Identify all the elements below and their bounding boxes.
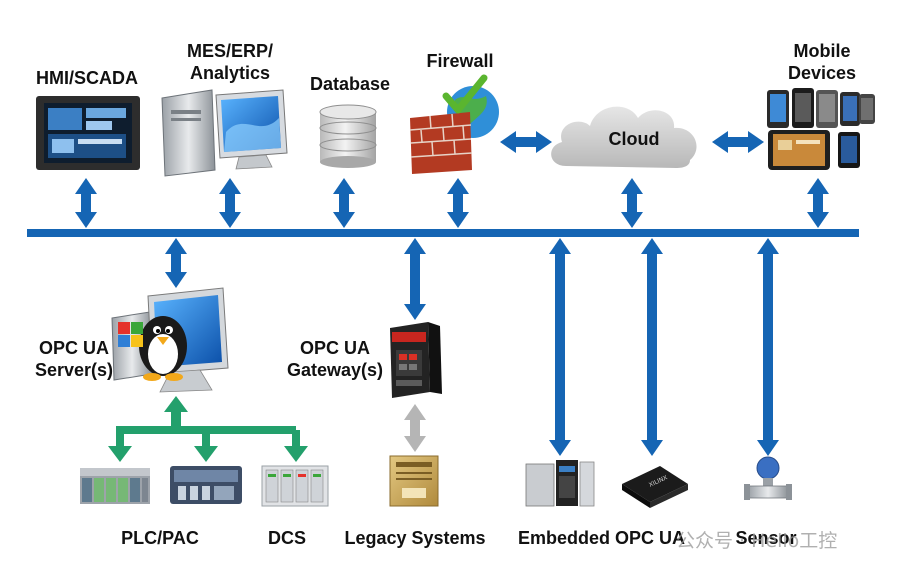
- arrow-cloud-bus: [621, 178, 643, 228]
- label-mes-erp: MES/ERP/ Analytics: [176, 40, 284, 84]
- arrow-database-bus: [333, 178, 355, 228]
- label-embedded-opc-ua: Embedded OPC UA: [518, 528, 686, 548]
- watermark: 公众号 · Hello工控: [676, 530, 838, 552]
- label-sensor: Sensor: [735, 528, 797, 548]
- arrow-firewall-bus: [447, 178, 469, 228]
- label-opc-gateway-line2: Gateway(s): [286, 360, 384, 380]
- label-database: Database: [309, 74, 391, 94]
- label-legacy-systems: Legacy Systems: [344, 528, 486, 548]
- computer-icon: [161, 89, 288, 177]
- label-mobile-line2: Devices: [787, 63, 857, 83]
- network-bus: [27, 229, 859, 237]
- label-dcs: DCS: [267, 528, 306, 548]
- label-opc-server: OPC UA Server(s): [28, 337, 120, 381]
- arrow-gateway-legacy: [404, 404, 426, 452]
- label-opc-server-line2: Server(s): [34, 360, 114, 380]
- opc-server-computer-icon: [111, 287, 229, 393]
- arrow-cloud-mobile: [712, 131, 764, 153]
- label-cloud: Cloud: [608, 129, 660, 149]
- sensor-icon: [744, 456, 792, 500]
- plc-rack-icon: [80, 468, 150, 504]
- label-hmi-scada: HMI/SCADA: [36, 68, 138, 88]
- cloud-icon: [551, 106, 697, 168]
- mobile-devices-icon: [767, 88, 875, 170]
- label-opc-gateway-line1: OPC UA: [299, 338, 370, 358]
- arrow-mes-bus: [219, 178, 241, 228]
- arrow-bus-embedded: [549, 238, 571, 456]
- label-mes-line1: MES/ERP/: [186, 41, 274, 61]
- arrow-bus-server: [165, 238, 187, 288]
- arrow-bus-gateway: [404, 238, 426, 320]
- database-icon: [319, 104, 377, 168]
- arrow-hmi-bus: [75, 178, 97, 228]
- label-plc-pac: PLC/PAC: [121, 528, 199, 548]
- arrow-firewall-cloud: [500, 131, 552, 153]
- label-mobile-devices: Mobile Devices: [780, 40, 864, 84]
- legacy-system-icon: [389, 455, 439, 507]
- hmi-panel-icon: [36, 96, 140, 170]
- green-distribution-arrows: [108, 396, 308, 462]
- dcs-modules-icon: [261, 465, 329, 507]
- embedded-chip-icon: XILINX: [622, 466, 688, 508]
- opc-gateway-device-icon: [390, 322, 442, 398]
- label-mobile-line1: Mobile: [793, 41, 851, 61]
- label-mes-line2: Analytics: [189, 63, 271, 83]
- arrow-mobile-bus: [807, 178, 829, 228]
- label-opc-server-line1: OPC UA: [38, 338, 109, 358]
- firewall-icon: [409, 74, 499, 174]
- controller-module-icon: [170, 466, 242, 504]
- arrow-bus-sensor: [757, 238, 779, 456]
- label-opc-gateway: OPC UA Gateway(s): [282, 337, 388, 381]
- label-firewall: Firewall: [426, 51, 494, 71]
- arrow-bus-chip: [641, 238, 663, 456]
- embedded-controller-icon: [525, 460, 595, 507]
